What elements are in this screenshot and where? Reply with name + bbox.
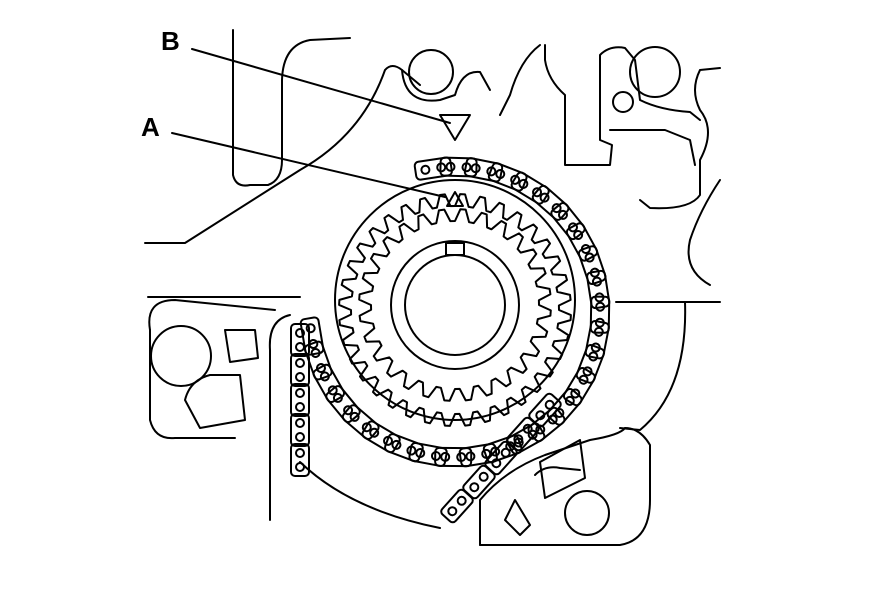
chain-link bbox=[510, 171, 550, 205]
chain-tensioner bbox=[479, 427, 626, 546]
hub-bore bbox=[404, 254, 506, 356]
keyway-notch bbox=[445, 242, 465, 256]
left-boss-circle bbox=[150, 325, 212, 387]
chain-link bbox=[290, 443, 310, 477]
chain-link bbox=[290, 323, 310, 357]
chain-link bbox=[290, 383, 310, 417]
chain-link bbox=[562, 367, 596, 407]
sprocket-mark-triangle-icon bbox=[446, 191, 464, 207]
top-boss-circle bbox=[408, 49, 454, 95]
chain-link bbox=[413, 156, 453, 181]
chain-link bbox=[408, 441, 448, 468]
hub-ring bbox=[390, 240, 520, 370]
chain-link bbox=[589, 295, 611, 334]
sprocket-outer-ring bbox=[334, 179, 576, 421]
chain-link bbox=[440, 488, 474, 524]
chain-link bbox=[361, 420, 401, 454]
timing-chain bbox=[290, 156, 611, 524]
callout-label-b: B bbox=[161, 26, 180, 56]
engine-housing-outline bbox=[144, 29, 721, 546]
chain-lower-arc bbox=[299, 461, 441, 529]
leader-line-b bbox=[191, 48, 451, 124]
sprocket-teeth bbox=[338, 193, 572, 427]
chain-link bbox=[487, 162, 528, 192]
chain-mark-triangle-icon bbox=[439, 114, 471, 141]
chain-link bbox=[463, 157, 504, 183]
top-right-boss-circle bbox=[629, 46, 681, 98]
callout-label-a: A bbox=[141, 112, 160, 142]
chain-link bbox=[290, 353, 310, 387]
leader-line-a bbox=[171, 132, 446, 198]
chain-link bbox=[506, 416, 540, 452]
chain-link bbox=[575, 344, 606, 384]
chain-link bbox=[290, 413, 310, 447]
chain-link bbox=[565, 222, 599, 262]
small-top-right-circle bbox=[612, 91, 634, 113]
inner-gear-teeth bbox=[358, 208, 552, 402]
